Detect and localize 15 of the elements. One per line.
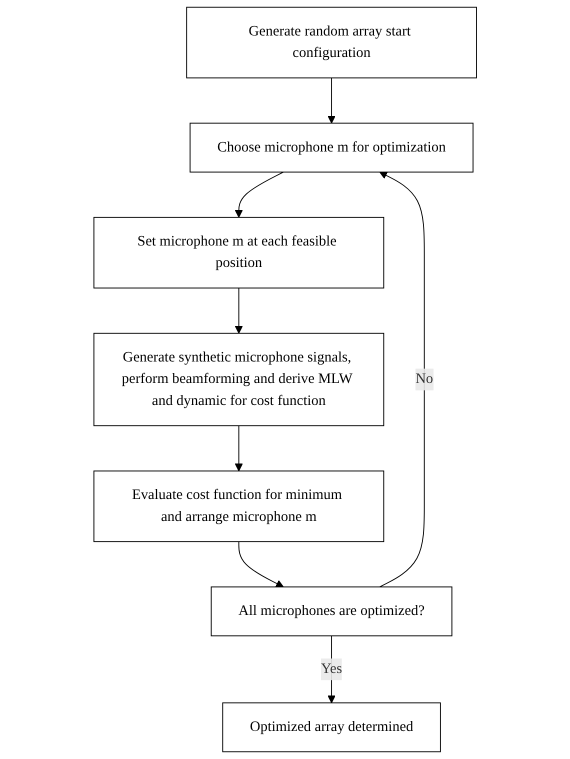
arrow [379,172,425,588]
arrow [234,288,243,334]
arrow [327,77,336,124]
node-box: Set microphone m at each feasible position [93,216,384,288]
node-box: Choose microphone m for optimization [189,122,474,173]
node-box: Generate synthetic microphone signals, perform beamforming and derive MLW and dynamic for cost function [93,332,384,426]
node-box: Optimized array determined [222,702,441,752]
node-box: All microphones are optimized? [210,586,452,636]
arrow [234,172,284,218]
arrow [234,425,243,472]
node-box: Evaluate cost function for minimum and arrange microphone m [93,470,384,542]
node-box: Generate random array start configuration [186,6,477,78]
edge-label: No [415,371,433,387]
edge-label: Yes [320,661,342,677]
arrow [238,541,284,588]
